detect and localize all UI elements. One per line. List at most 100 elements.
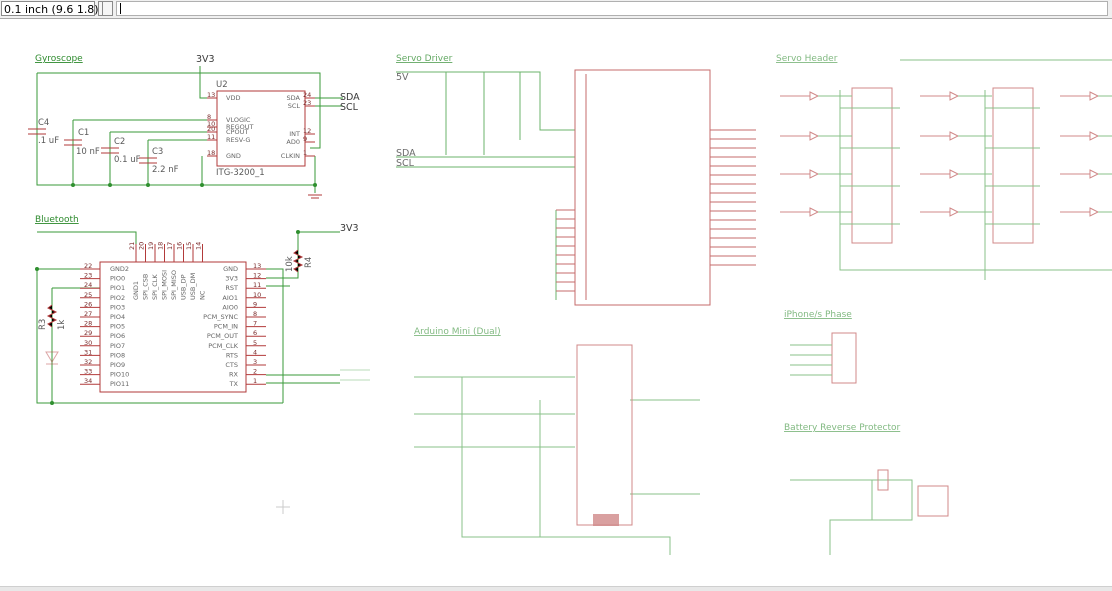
bt-wire-top	[37, 231, 137, 244]
bt-top-pin-name: SPI_CSB	[142, 274, 150, 300]
gyro-pin-name: INT	[289, 130, 300, 138]
servo-row-arrow	[949, 169, 960, 179]
capacitor-c1[interactable]: C1 10 nF	[64, 128, 100, 157]
bt-pin-name: PIO1	[110, 284, 125, 292]
servo-header-2[interactable]	[992, 87, 1034, 244]
battery-reverse-section: Battery Reverse Protector	[784, 423, 949, 555]
iphone-connector[interactable]	[831, 332, 857, 384]
gyro-wire-gnd	[36, 73, 315, 186]
svg-text:0.1 uF: 0.1 uF	[114, 155, 141, 165]
bt-top-pin-num: 21	[128, 242, 136, 250]
svg-text:C4: C4	[38, 118, 49, 128]
gyro-chip-body[interactable]	[216, 90, 306, 167]
bt-pin-name: PIO8	[110, 351, 125, 359]
gyro-pin-num: 18	[207, 149, 215, 157]
resistor-r3[interactable]: R3 1k	[38, 304, 67, 330]
bt-top-pin-name: NC	[199, 290, 207, 300]
bt-top-pin-num: 15	[185, 242, 193, 250]
servo-net-sda: SDA	[396, 148, 416, 159]
led-icon[interactable]	[45, 351, 59, 365]
gyro-pin-name: RESV-G	[226, 136, 250, 144]
bt-pin-num: 28	[84, 320, 92, 328]
bt-top-pin-name: SPI_CLK	[151, 274, 159, 300]
capacitor-c4[interactable]: C4 .1 uF	[28, 118, 59, 146]
bt-right-pins: 13GND123V311RST10AIO19AIO08PCM_SYNC7PCM_…	[203, 262, 266, 388]
servo-row-arrow	[1089, 207, 1100, 217]
grid-size-field[interactable]: 0.1 inch (9.6 1.8)	[1, 1, 99, 16]
gyro-pin-name: VDD	[226, 94, 240, 102]
bt-top-pin-num: 16	[176, 242, 184, 250]
bt-top-pins: 21GND120SPI_CSB19SPI_CLK18SPI_MOSI17SPI_…	[128, 242, 207, 300]
servo-row-arrow	[809, 207, 820, 217]
bt-pin-num: 31	[84, 348, 92, 356]
bt-pin-num: 23	[84, 272, 92, 280]
arduino-mini-chip[interactable]	[576, 344, 633, 526]
bt-pin-name: AIO1	[222, 294, 238, 302]
servo-driver-chip[interactable]	[574, 69, 711, 306]
bt-net-labels	[340, 369, 370, 381]
command-input[interactable]	[116, 1, 1108, 16]
status-bar	[0, 586, 1112, 591]
svg-text:10 nF: 10 nF	[76, 147, 100, 157]
toolbar-button-2[interactable]	[102, 1, 113, 16]
bt-pin-num: 22	[84, 262, 92, 270]
svg-text:1k: 1k	[57, 320, 67, 330]
bt-pin-name: PIO11	[110, 380, 129, 388]
servo-row-arrow	[949, 207, 960, 217]
bt-pin-num: 32	[84, 358, 92, 366]
bt-pin-num: 10	[253, 291, 261, 299]
gyro-pin-num: 23	[303, 99, 311, 107]
bt-pin-num: 9	[253, 300, 257, 308]
arduino-usb-block	[593, 514, 619, 526]
bt-top-pin-num: 18	[157, 242, 165, 250]
bt-pin-name: PCM_SYNC	[203, 313, 238, 321]
bt-pin-num: 13	[253, 262, 261, 270]
resistor-r4[interactable]: R4 10k	[285, 249, 314, 273]
gyro-pin-num: 8	[207, 113, 211, 121]
gyro-pin-name: CLKIN	[281, 152, 300, 160]
junction	[200, 183, 204, 187]
bt-pin-num: 5	[253, 339, 257, 347]
bt-pin-name: PIO2	[110, 294, 125, 302]
gyro-pin-name: SDA	[287, 94, 301, 102]
gyro-pin-name: VLOGIC	[226, 116, 251, 124]
capacitor-c3[interactable]: C3 2.2 nF	[139, 147, 179, 175]
svg-text:R3: R3	[38, 319, 48, 330]
bt-top-pin-name: SPI_MISO	[170, 270, 178, 300]
bt-pin-name: PCM_OUT	[207, 332, 238, 340]
gyro-pin-name: AD0	[286, 138, 300, 146]
arduino-mini-title: Arduino Mini (Dual)	[414, 327, 501, 337]
servo-row-arrow	[809, 131, 820, 141]
bt-pin-name: PCM_IN	[214, 323, 238, 331]
battery-connector[interactable]	[917, 485, 949, 517]
bt-top-pin-num: 20	[138, 242, 146, 250]
crosshair-icon	[276, 500, 290, 514]
bt-pin-num: 4	[253, 348, 257, 356]
bt-pin-num: 8	[253, 310, 257, 318]
gyro-net-scl: SCL	[340, 102, 359, 113]
gyro-pin-name: GND	[226, 152, 241, 160]
bt-pin-name: PIO5	[110, 323, 125, 331]
bluetooth-title: Bluetooth	[35, 215, 79, 225]
servo-header-1[interactable]	[851, 87, 893, 244]
junction	[313, 183, 317, 187]
battery-reverse-title: Battery Reverse Protector	[784, 423, 901, 433]
bt-pin-num: 11	[253, 281, 261, 289]
gyro-wire-top	[37, 72, 321, 149]
arduino-mini-section: Arduino Mini (Dual)	[414, 327, 700, 555]
toolbar: 0.1 inch (9.6 1.8)	[0, 0, 1112, 19]
bt-pin-name: RTS	[226, 351, 238, 359]
gyro-pin-num: 24	[303, 91, 311, 99]
gyro-pin-num: 20	[207, 125, 215, 133]
capacitor-c2[interactable]: C2 0.1 uF	[101, 137, 141, 165]
gyro-pin-name: CPOUT	[226, 128, 248, 136]
servo-net-5v: 5V	[396, 72, 409, 83]
bt-wire-gnd-r	[266, 268, 284, 403]
servo-header-section: Servo Header	[776, 54, 1112, 280]
servo-row-arrow	[809, 169, 820, 179]
junction	[35, 267, 39, 271]
